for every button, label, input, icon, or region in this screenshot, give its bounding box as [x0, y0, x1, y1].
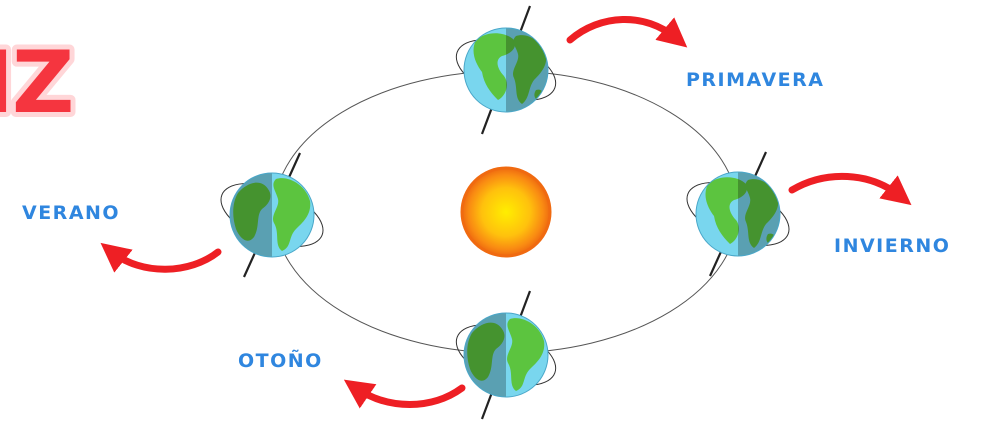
arrow-otono — [343, 379, 466, 409]
sun — [460, 166, 552, 258]
label-verano: VERANO — [22, 202, 120, 224]
label-otono: OTOÑO — [238, 348, 323, 372]
earth-primavera — [455, 5, 557, 135]
title-fragment-text: IZ — [0, 33, 72, 133]
arrow-verano — [100, 242, 222, 273]
arrow-invierno — [788, 172, 912, 206]
earth-otono — [455, 290, 557, 420]
label-invierno: INVIERNO — [834, 235, 950, 257]
title-fragment-outline: IZ — [0, 33, 72, 133]
earth-verano — [220, 152, 324, 278]
title-fragment: IZ IZ — [0, 28, 79, 138]
arrow-primavera — [566, 16, 688, 48]
earth-invierno — [686, 151, 790, 277]
label-primavera: PRIMAVERA — [686, 69, 824, 91]
